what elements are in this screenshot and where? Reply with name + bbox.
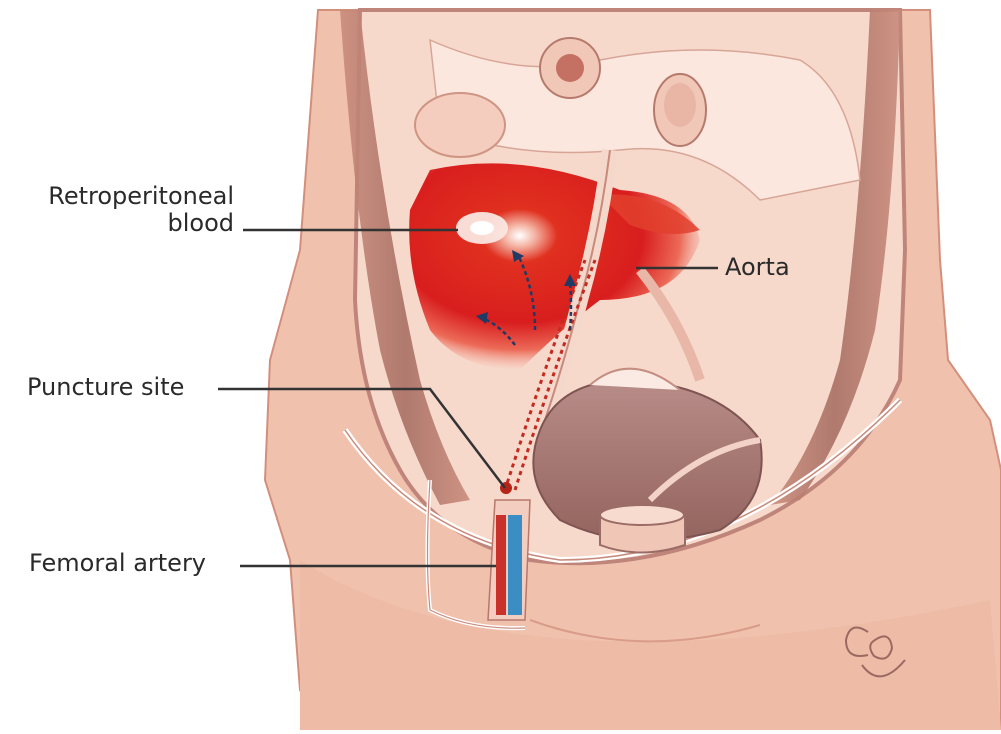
retroperitoneal-label-line2: blood xyxy=(24,210,234,237)
retroperitoneal-label-line1: Retroperitoneal xyxy=(24,183,234,210)
aorta-label: Aorta xyxy=(725,254,790,281)
retroperitoneal-blood-label: Retroperitoneal blood xyxy=(24,183,234,237)
puncture-site-label: Puncture site xyxy=(27,374,184,401)
femoral-artery-label: Femoral artery xyxy=(29,550,206,577)
